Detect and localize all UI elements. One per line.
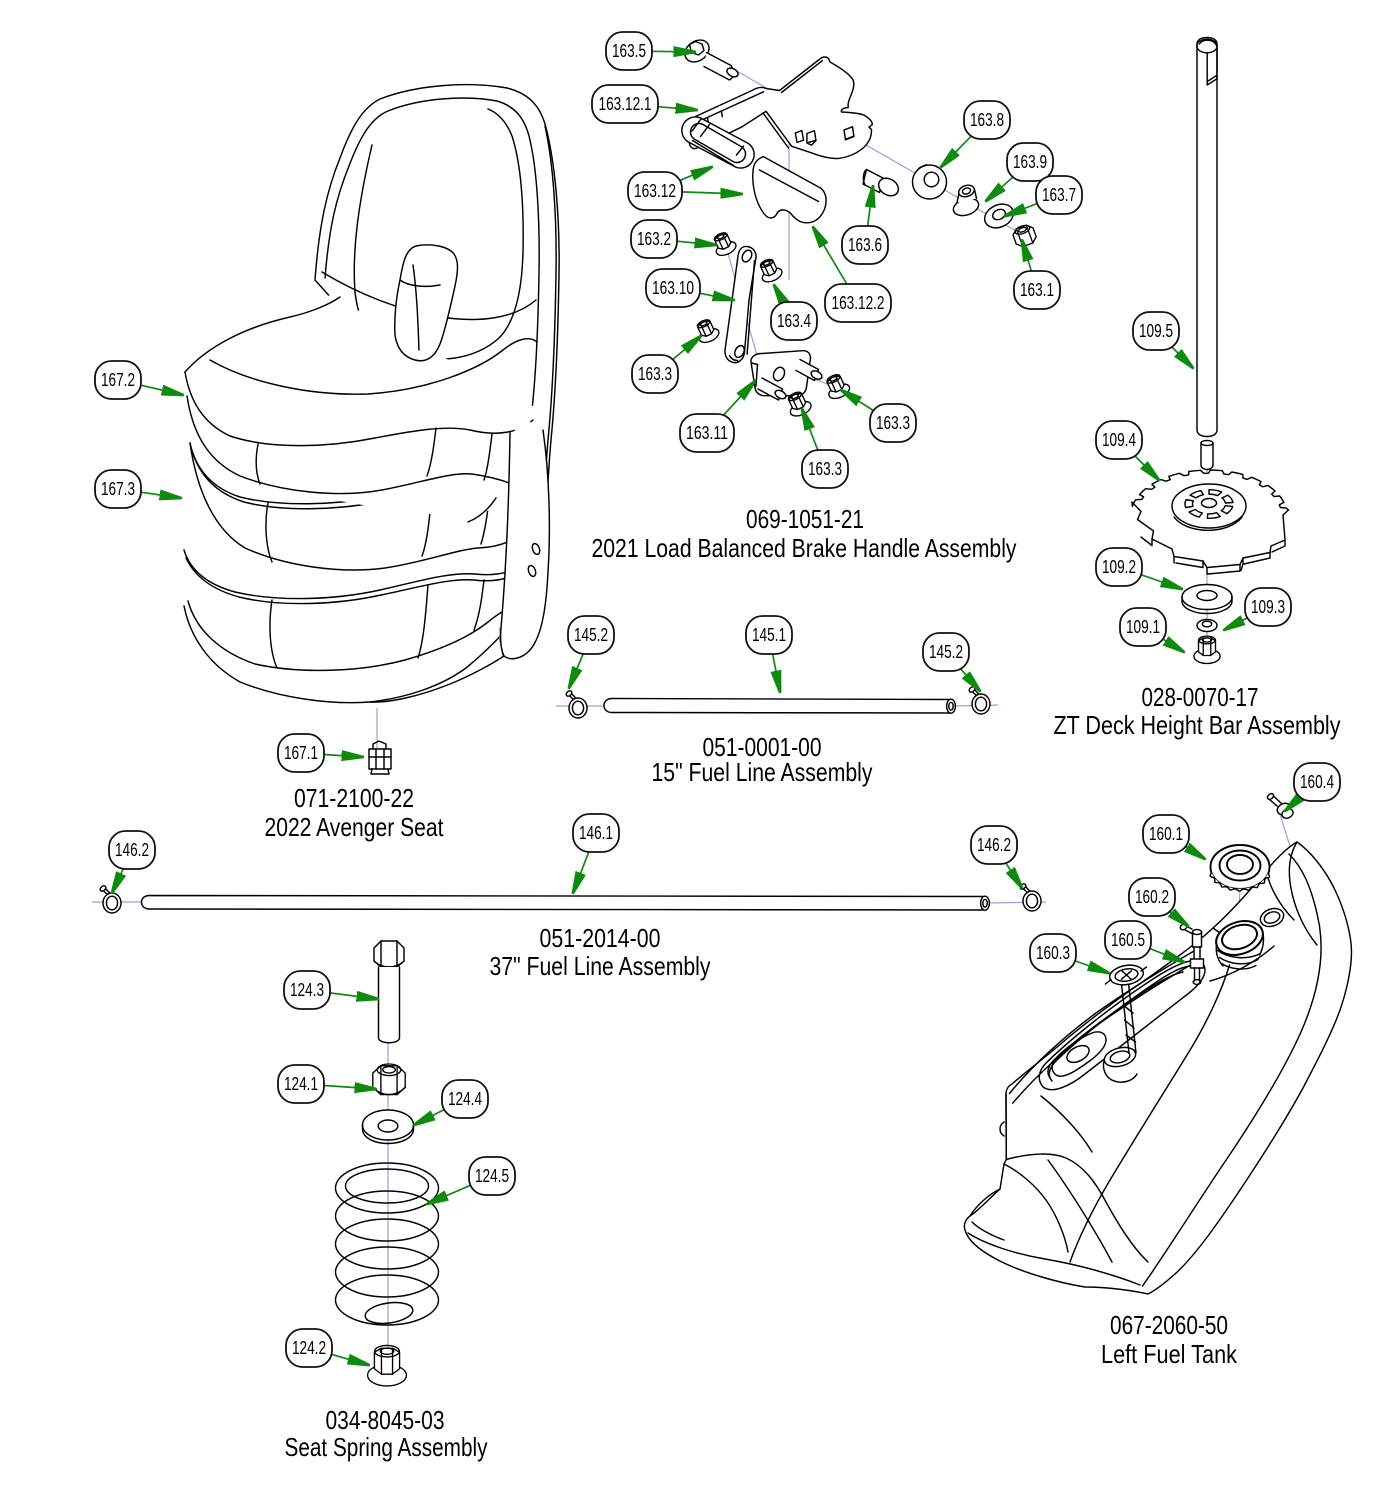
svg-text:163.6: 163.6	[848, 235, 882, 255]
svg-text:124.5: 124.5	[475, 1166, 509, 1186]
svg-text:160.5: 160.5	[1111, 930, 1145, 950]
svg-text:146.2: 146.2	[115, 840, 149, 860]
svg-text:167.3: 167.3	[101, 479, 135, 499]
svg-text:163.2: 163.2	[637, 229, 671, 249]
svg-text:146.1: 146.1	[579, 823, 613, 843]
svg-text:109.4: 109.4	[1102, 430, 1136, 450]
svg-text:109.1: 109.1	[1126, 617, 1160, 637]
svg-text:124.1: 124.1	[284, 1074, 318, 1094]
svg-text:167.1: 167.1	[284, 743, 318, 763]
svg-text:034-8045-03: 034-8045-03	[326, 1405, 445, 1435]
svg-text:163.3: 163.3	[876, 413, 910, 433]
svg-text:028-0070-17: 028-0070-17	[1142, 682, 1259, 712]
svg-text:109.5: 109.5	[1139, 321, 1173, 341]
svg-text:37" Fuel Line Assembly: 37" Fuel Line Assembly	[490, 951, 711, 981]
svg-text:163.5: 163.5	[612, 41, 646, 61]
svg-text:124.4: 124.4	[448, 1089, 482, 1109]
svg-text:145.2: 145.2	[929, 642, 963, 662]
svg-text:163.3: 163.3	[808, 459, 842, 479]
svg-text:163.12.1: 163.12.1	[599, 94, 652, 114]
svg-text:Left Fuel Tank: Left Fuel Tank	[1101, 1339, 1238, 1369]
svg-text:051-0001-00: 051-0001-00	[703, 732, 822, 762]
svg-text:124.3: 124.3	[290, 980, 324, 1000]
svg-text:163.12.2: 163.12.2	[832, 293, 885, 313]
svg-text:145.2: 145.2	[574, 625, 608, 645]
svg-text:ZT Deck Height Bar Assembly: ZT Deck Height Bar Assembly	[1054, 710, 1341, 740]
svg-text:160.3: 160.3	[1036, 943, 1070, 963]
svg-text:163.7: 163.7	[1042, 185, 1076, 205]
svg-text:069-1051-21: 069-1051-21	[746, 504, 864, 534]
svg-text:163.10: 163.10	[652, 278, 694, 298]
svg-text:109.2: 109.2	[1102, 557, 1136, 577]
svg-text:2021 Load Balanced Brake Handl: 2021 Load Balanced Brake Handle Assembly	[592, 533, 1017, 563]
svg-text:2022 Avenger Seat: 2022 Avenger Seat	[265, 812, 445, 842]
svg-text:109.3: 109.3	[1251, 597, 1285, 617]
svg-text:071-2100-22: 071-2100-22	[294, 783, 414, 813]
svg-text:Seat Spring Assembly: Seat Spring Assembly	[285, 1432, 488, 1462]
svg-text:163.12: 163.12	[634, 181, 676, 201]
svg-text:145.1: 145.1	[752, 625, 786, 645]
svg-text:146.2: 146.2	[977, 835, 1011, 855]
svg-text:067-2060-50: 067-2060-50	[1110, 1310, 1228, 1340]
svg-text:160.1: 160.1	[1149, 824, 1183, 844]
svg-text:160.4: 160.4	[1300, 772, 1334, 792]
svg-text:124.2: 124.2	[292, 1338, 326, 1358]
svg-text:163.8: 163.8	[970, 110, 1004, 130]
svg-text:163.4: 163.4	[777, 311, 811, 331]
svg-text:163.1: 163.1	[1020, 280, 1054, 300]
svg-text:167.2: 167.2	[101, 370, 135, 390]
svg-text:163.11: 163.11	[686, 423, 728, 443]
svg-text:15" Fuel Line Assembly: 15" Fuel Line Assembly	[652, 757, 873, 787]
svg-text:160.2: 160.2	[1135, 887, 1169, 907]
svg-text:051-2014-00: 051-2014-00	[540, 923, 661, 953]
svg-text:163.9: 163.9	[1013, 152, 1047, 172]
svg-text:163.3: 163.3	[638, 364, 672, 384]
